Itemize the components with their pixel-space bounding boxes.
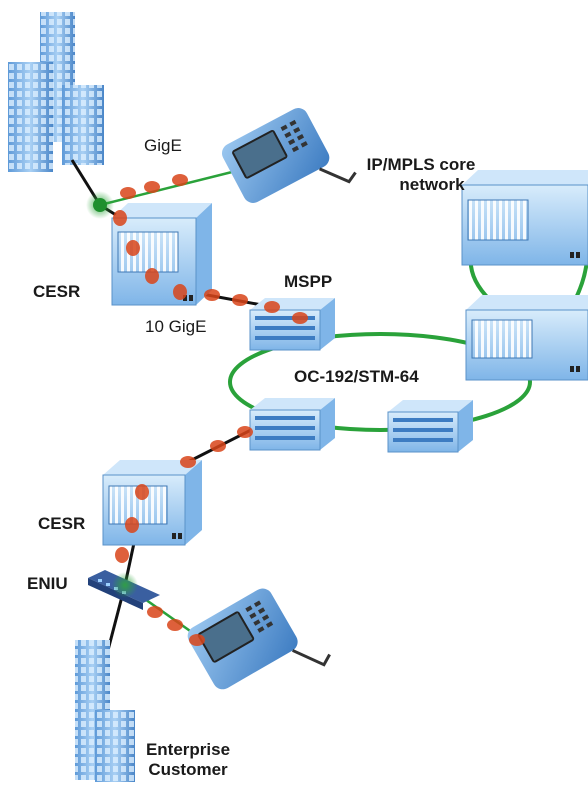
ring-label: OC-192/STM-64: [294, 367, 419, 386]
ten-gige-label: 10 GigE: [145, 317, 207, 336]
cesr-router-top-icon: [111, 203, 212, 306]
ring-node-right-icon: [387, 400, 473, 453]
test-probe-dots: [113, 174, 308, 646]
cesr-top-label: CESR: [33, 282, 81, 301]
enterprise-customer-label: Enterprise Customer: [138, 740, 238, 780]
core-router-1-icon: [461, 170, 588, 266]
office-building-icon: [8, 12, 104, 172]
gige-label: GigE: [144, 136, 182, 155]
mspp-device-icon: [249, 298, 335, 351]
handheld-tester-bottom-icon: [187, 588, 331, 690]
core-network-label: IP/MPLS core network: [352, 155, 490, 195]
ring-node-left-icon: [249, 398, 335, 451]
oc192-ring: [228, 332, 532, 432]
core-network-line2: network: [399, 175, 465, 194]
enterprise-building-icon: [75, 640, 135, 782]
enterprise-line2: Customer: [148, 760, 228, 779]
enterprise-line1: Enterprise: [145, 740, 231, 759]
cesr-router-bottom-icon: [102, 460, 202, 546]
handheld-tester-icon: [221, 108, 357, 203]
mspp-label: MSPP: [284, 272, 333, 291]
connection-glow: [86, 191, 138, 598]
cesr-bottom-label: CESR: [38, 514, 86, 533]
core-network-line1: IP/MPLS core: [366, 155, 476, 174]
core-router-2-icon: [465, 295, 588, 381]
eniu-label: ENIU: [27, 574, 68, 593]
